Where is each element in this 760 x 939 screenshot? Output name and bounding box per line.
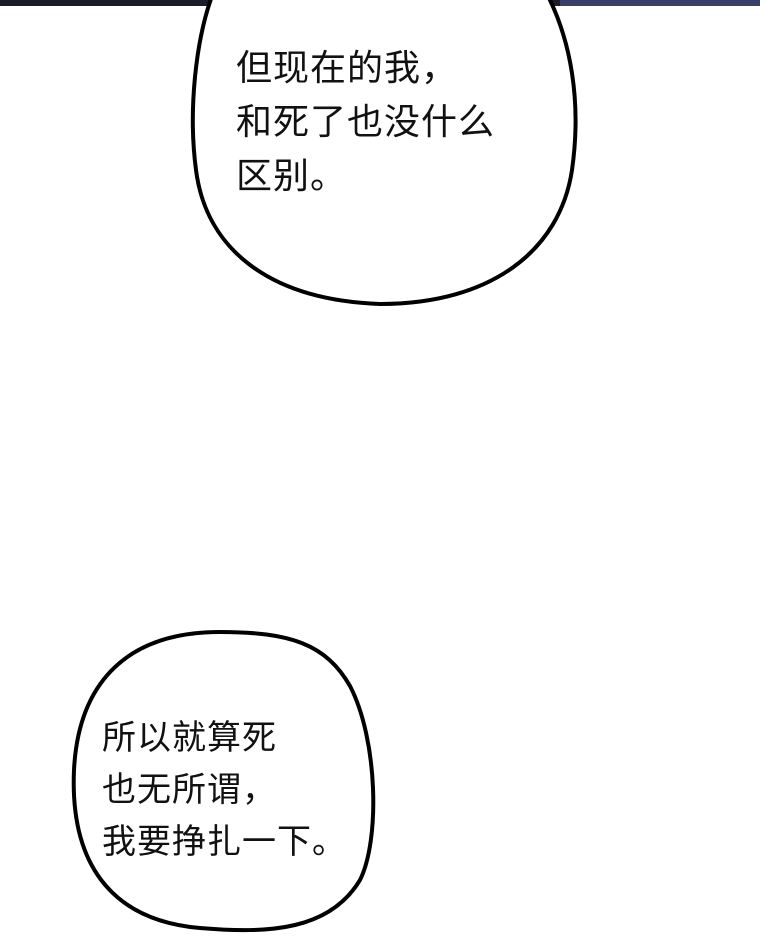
speech-bubble-1 <box>190 0 578 307</box>
bubble-2-line-3: 我要挣扎一下。 <box>102 822 347 862</box>
bubble-2-line-1: 所以就算死 <box>102 718 277 758</box>
speech-bubble-2 <box>71 629 376 933</box>
bubble-1-line-2: 和死了也没什么 <box>236 102 496 143</box>
bubble-1-line-1: 但现在的我， <box>236 48 459 89</box>
bubble-1-line-3: 区别。 <box>236 156 348 197</box>
speech-bubble-2-text: 所以就算死 也无所谓， 我要挣扎一下。 <box>102 712 347 868</box>
bubble-2-line-2: 也无所谓， <box>102 770 277 810</box>
top-panel-edge-accent <box>560 0 760 6</box>
speech-bubble-1-text: 但现在的我， 和死了也没什么 区别。 <box>236 42 495 204</box>
